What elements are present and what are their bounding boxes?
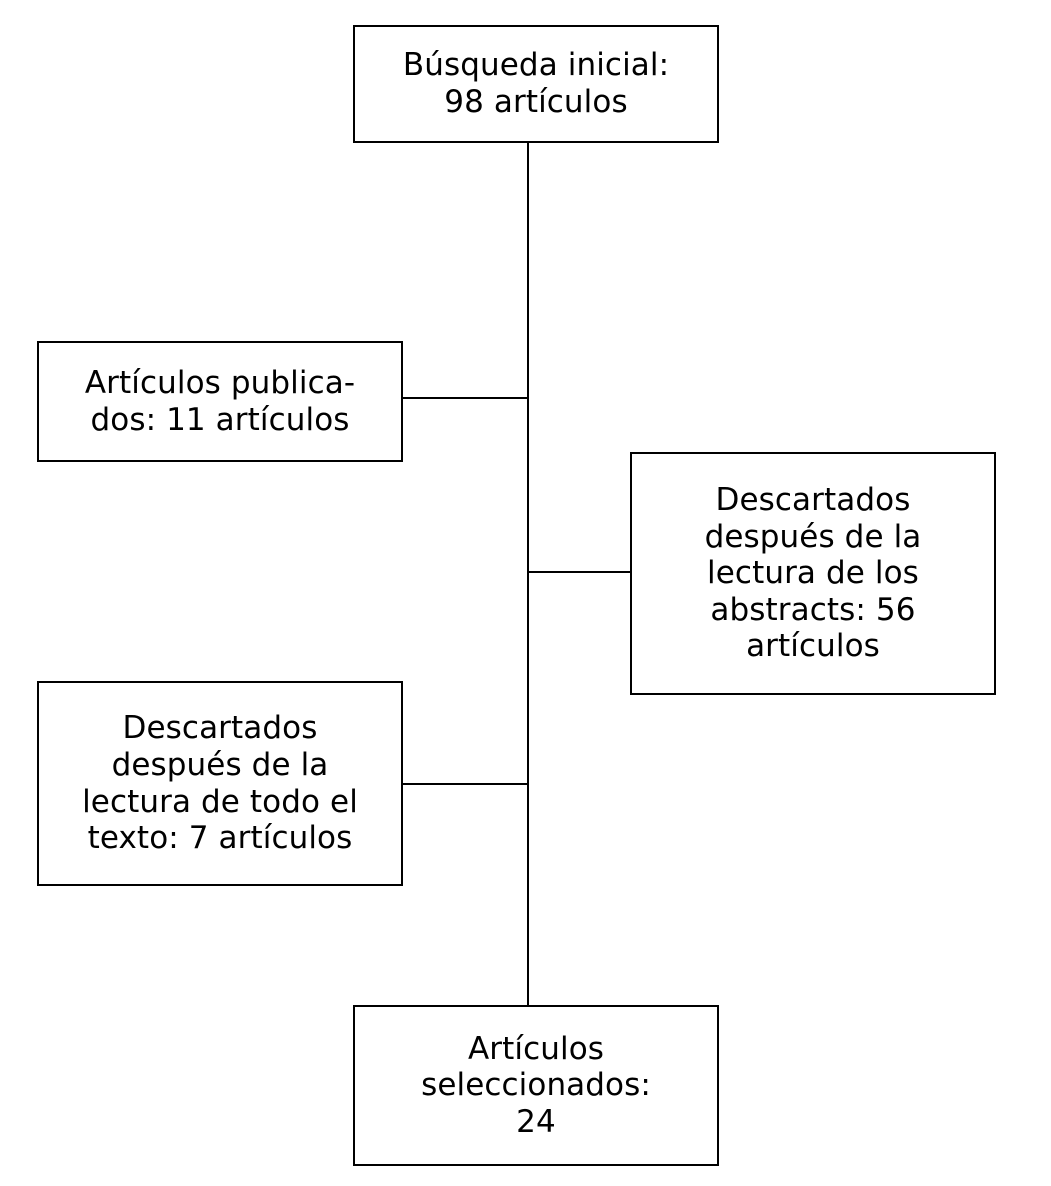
- node-initial-search: Búsqueda inicial: 98 artículos: [353, 25, 719, 143]
- connector-to-discarded-fulltext: [403, 783, 529, 785]
- connector-to-published: [403, 397, 529, 399]
- node-selected-articles: Artículos seleccionados: 24: [353, 1005, 719, 1166]
- node-discarded-after-abstracts: Descartados después de la lectura de los…: [630, 452, 996, 695]
- node-discarded-after-abstracts-label: Descartados después de la lectura de los…: [704, 482, 922, 665]
- node-discarded-after-fulltext-label: Descartados después de la lectura de tod…: [82, 710, 358, 857]
- node-published-articles: Artículos publica- dos: 11 artículos: [37, 341, 403, 462]
- node-published-articles-label: Artículos publica- dos: 11 artículos: [84, 364, 356, 438]
- node-discarded-after-fulltext: Descartados después de la lectura de tod…: [37, 681, 403, 886]
- node-initial-search-label: Búsqueda inicial: 98 artículos: [402, 47, 670, 120]
- connector-main-spine: [527, 143, 529, 1005]
- connector-to-discarded-abstracts: [527, 571, 632, 573]
- node-selected-articles-label: Artículos seleccionados: 24: [421, 1030, 651, 1140]
